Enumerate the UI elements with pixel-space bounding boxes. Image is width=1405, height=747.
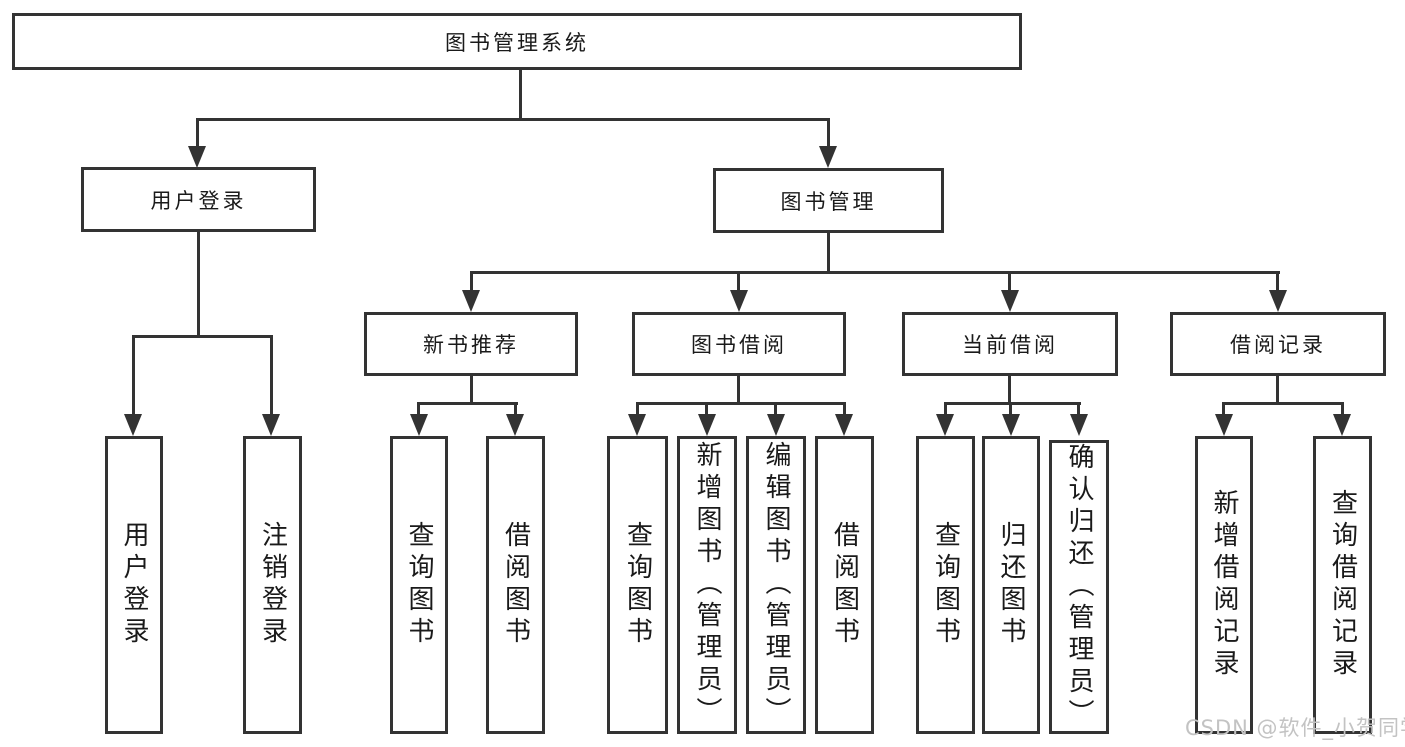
arrow-down-icon [835, 414, 853, 436]
connector-drop [705, 402, 708, 414]
node-book-borrowing: 图书借阅 [632, 312, 846, 376]
connector-drop [1222, 402, 1225, 414]
leaf-recommend-borrow-books: 借阅图书 [486, 436, 545, 734]
arrow-down-icon [410, 414, 428, 436]
leaf-records-add-borrow-record: 新增借阅记录 [1195, 436, 1253, 734]
connector-drop [636, 402, 639, 414]
connector-current-borrow-stem [1008, 376, 1011, 402]
connector-drop [196, 118, 199, 148]
arrow-down-icon [819, 146, 837, 168]
connector-drop [417, 402, 420, 414]
connector-drop [1077, 402, 1080, 414]
connector-drop [132, 335, 135, 415]
node-borrowing-records: 借阅记录 [1170, 312, 1386, 376]
connector-book-mgmt-rail [470, 271, 1280, 274]
arrow-down-icon [1269, 290, 1287, 312]
node-book-management: 图书管理 [713, 168, 944, 233]
leaf-user-login: 用户登录 [105, 436, 163, 734]
arrow-down-icon [1333, 414, 1351, 436]
connector-new-rec-rail [418, 402, 518, 405]
leaf-borrowing-edit-books-admin: 编辑图书（管理员） [746, 436, 806, 734]
connector-borrow-record-rail [1222, 402, 1344, 405]
connector-user-login-rail [132, 335, 273, 338]
connector-drop [843, 402, 846, 414]
arrow-down-icon [936, 414, 954, 436]
connector-borrow-record-stem [1276, 376, 1279, 402]
connector-user-login-stem [197, 232, 200, 335]
connector-drop [737, 271, 740, 290]
leaf-borrowing-query-books: 查询图书 [607, 436, 668, 734]
leaf-records-query-borrow-record: 查询借阅记录 [1313, 436, 1372, 734]
leaf-current-confirm-return-admin: 确认归还（管理员） [1049, 440, 1109, 734]
connector-drop [270, 335, 273, 415]
arrow-down-icon [767, 414, 785, 436]
connector-book-borrow-rail [636, 402, 846, 405]
arrow-down-icon [506, 414, 524, 436]
arrow-down-icon [1070, 414, 1088, 436]
node-new-book-recommend: 新书推荐 [364, 312, 578, 376]
connector-new-rec-stem [470, 376, 473, 402]
connector-drop [827, 118, 830, 148]
connector-current-borrow-rail [944, 402, 1081, 405]
leaf-borrowing-borrow-books: 借阅图书 [815, 436, 874, 734]
arrow-down-icon [1001, 290, 1019, 312]
connector-drop [1008, 271, 1011, 290]
node-current-borrowing: 当前借阅 [902, 312, 1118, 376]
arrow-down-icon [1002, 414, 1020, 436]
connector-root-stem [519, 70, 522, 118]
connector-book-mgmt-stem [827, 233, 830, 271]
arrow-down-icon [628, 414, 646, 436]
node-user-login: 用户登录 [81, 167, 316, 232]
arrow-down-icon [730, 290, 748, 312]
arrow-down-icon [698, 414, 716, 436]
leaf-current-query-books: 查询图书 [916, 436, 975, 734]
connector-drop [944, 402, 947, 414]
csdn-watermark: CSDN @软件_小贺同学 [1185, 716, 1405, 740]
connector-drop [1009, 402, 1012, 414]
leaf-borrowing-add-books-admin: 新增图书（管理员） [677, 436, 737, 734]
connector-book-borrow-stem [737, 376, 740, 402]
arrow-down-icon [188, 146, 206, 168]
leaf-current-return-books: 归还图书 [982, 436, 1040, 734]
connector-drop [1341, 402, 1344, 414]
connector-drop [1276, 271, 1279, 290]
arrow-down-icon [124, 414, 142, 436]
node-library-management-system: 图书管理系统 [12, 13, 1022, 70]
arrow-down-icon [1215, 414, 1233, 436]
connector-drop [774, 402, 777, 414]
connector-drop [514, 402, 517, 414]
leaf-logout-login: 注销登录 [243, 436, 302, 734]
arrow-down-icon [262, 414, 280, 436]
connector-root-rail [196, 118, 830, 121]
leaf-recommend-query-books: 查询图书 [390, 436, 448, 734]
arrow-down-icon [462, 290, 480, 312]
connector-drop [470, 271, 473, 290]
